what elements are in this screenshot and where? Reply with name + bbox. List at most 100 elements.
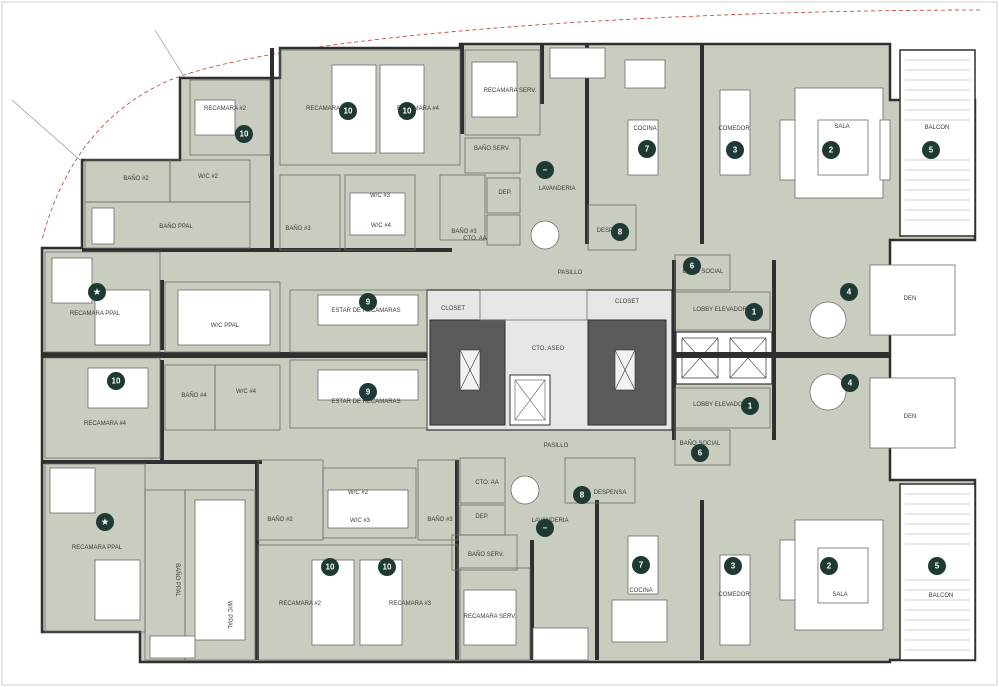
badge-number: 6 <box>690 262 695 271</box>
badge-circle <box>359 293 377 311</box>
room-label: W/C #4 <box>371 223 392 229</box>
room-label: ESTAR DE RECAMARAS <box>331 399 400 405</box>
badge-number: 5 <box>929 146 934 155</box>
badge-circle <box>928 557 946 575</box>
room-label: W/C #4 <box>236 389 257 395</box>
property-line <box>41 9 981 241</box>
room-label: DEN <box>904 296 917 302</box>
room-label: PASILLO <box>558 270 583 276</box>
room-label: RECAMARA #3 <box>389 601 432 607</box>
badge-circle <box>724 557 742 575</box>
room-label: BAÑO #3 <box>285 225 311 232</box>
room-label: RECAMARA #4 <box>84 421 127 427</box>
badge-circle <box>235 125 253 143</box>
room-label: RECAMARA <box>306 106 340 112</box>
room-label: DESPENSA <box>594 490 627 496</box>
badge-number: 3 <box>733 146 738 155</box>
badge-circle <box>638 140 656 158</box>
room-label: LAVANDERIA <box>538 186 575 192</box>
room-label: W/C #3 <box>350 518 371 524</box>
balcony-top-slats <box>905 59 970 221</box>
badge-number: 6 <box>698 449 703 458</box>
room-label: BALCON <box>925 125 950 131</box>
badge-circle <box>691 444 709 462</box>
room-label: ESTAR DE RECAMARAS <box>331 308 400 314</box>
badge-circle <box>398 102 416 120</box>
room-outlines <box>44 49 771 661</box>
badge-number: 4 <box>847 288 852 297</box>
badge-circle <box>96 513 114 531</box>
furniture <box>49 47 956 661</box>
room-label: RECAMARA #4 <box>397 106 440 112</box>
room-label: CTO. ASEO <box>532 346 565 352</box>
room-label: CLOSET <box>615 299 639 305</box>
balcony-bottom-slats <box>905 493 970 651</box>
badge-number: 10 <box>403 107 412 116</box>
room-label: BAÑO SERV. <box>468 551 504 558</box>
badge-number: 5 <box>935 562 940 571</box>
badge-number: 9 <box>366 298 371 307</box>
badge-number: 8 <box>618 228 623 237</box>
room-label: COMEDOR <box>718 592 750 598</box>
room-label: BALCON <box>929 593 954 599</box>
badge-number: 2 <box>829 146 834 155</box>
room-label: BAÑO #3 <box>427 516 453 523</box>
badge-number: 10 <box>344 107 353 116</box>
badge-number: − <box>543 166 548 175</box>
badge-circle <box>822 141 840 159</box>
room-label: CTO. AA <box>475 480 499 486</box>
badge-number: 7 <box>639 561 644 570</box>
room-label: RECAMARA PPAL <box>70 311 121 317</box>
room-label: PASILLO <box>544 443 569 449</box>
badge-circle <box>726 141 744 159</box>
room-label: BAÑO #4 <box>181 392 207 399</box>
room-label: DEP. <box>475 514 489 520</box>
room-label: RECAMARA SERV. <box>484 88 537 94</box>
room-label: COMEDOR <box>718 126 750 132</box>
room-label: BAÑO PPAL <box>159 223 193 230</box>
room-label: W/C PPAL <box>211 323 240 329</box>
badge-number: 10 <box>240 130 249 139</box>
room-label: W/C #2 <box>348 490 369 496</box>
badge-number: 10 <box>326 563 335 572</box>
badge-number: 1 <box>752 308 757 317</box>
badge-circle <box>359 383 377 401</box>
badge-circle <box>573 486 591 504</box>
room-label: BAÑO #2 <box>123 175 149 182</box>
room-label: BAÑO #3 <box>451 228 477 235</box>
badge-number: 4 <box>848 379 853 388</box>
badge-circle <box>88 283 106 301</box>
room-label: LOBBY ELEVADOR <box>693 307 747 313</box>
badge-number: 1 <box>748 402 753 411</box>
room-label: SALA <box>834 124 849 130</box>
badge-number: 10 <box>112 377 121 386</box>
room-label: LOBBY ELEVADOR <box>693 402 747 408</box>
badge-circle <box>321 558 339 576</box>
room-badges: 10 10 10 − 7 3 2 5 8 6 ★ 9 1 4 10 9 1 4 <box>88 102 946 576</box>
tree-line-2 <box>11 99 81 161</box>
badge-circle <box>841 374 859 392</box>
room-label: SALA <box>832 592 847 598</box>
room-label: BAÑO SERV. <box>474 145 510 152</box>
room-label: BAÑO SOCIAL <box>680 440 721 447</box>
badge-number: − <box>543 524 548 533</box>
room-label: BAÑO SOCIAL <box>683 268 724 275</box>
badge-number: ★ <box>101 518 109 527</box>
badge-number: 8 <box>580 491 585 500</box>
room-label: COCINA <box>629 588 652 594</box>
room-label: RECAMARA PPAL <box>72 545 123 551</box>
badge-circle <box>840 283 858 301</box>
badge-circle <box>632 556 650 574</box>
room-label: RECAMARA #2 <box>204 106 247 112</box>
badge-circle <box>378 558 396 576</box>
badge-circle <box>536 519 554 537</box>
room-label: RECAMARA SERV. <box>464 614 517 620</box>
badge-number: 9 <box>366 388 371 397</box>
room-label: W/C #3 <box>370 193 391 199</box>
badge-circle <box>820 557 838 575</box>
tree-line <box>154 29 186 79</box>
badge-circle <box>339 102 357 120</box>
room-label: RECAMARA #2 <box>279 601 322 607</box>
